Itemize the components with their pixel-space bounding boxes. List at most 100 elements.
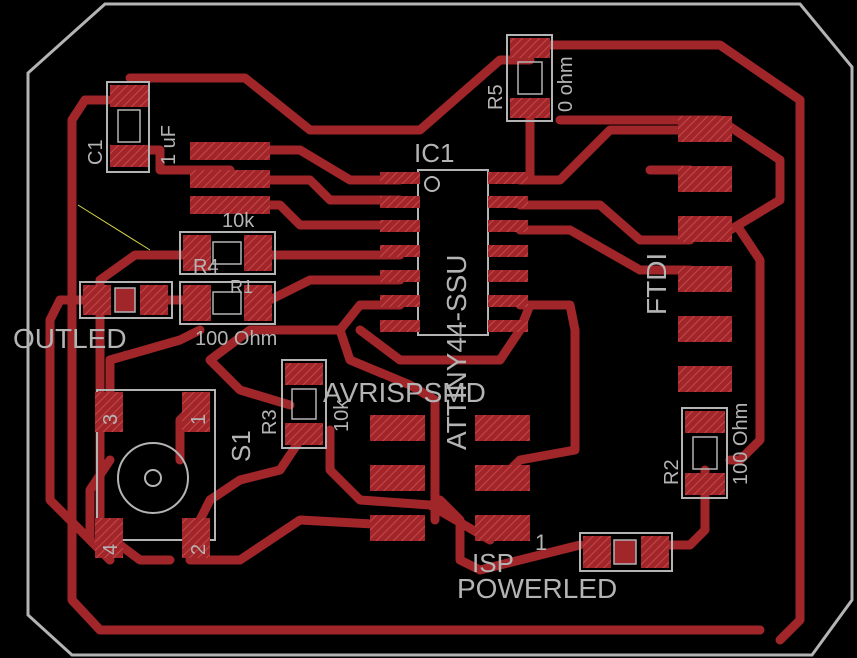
outled-body <box>114 287 136 313</box>
board-outline <box>26 2 854 657</box>
r1-outline <box>179 281 276 325</box>
s1-name-label: S1 <box>226 430 256 462</box>
s1-outline <box>96 389 216 541</box>
r5-body <box>517 61 543 95</box>
powerled-outline <box>579 532 673 572</box>
ftdi-label: FTDI <box>641 253 672 315</box>
ftdi-pad <box>678 116 732 142</box>
r4-pad <box>244 235 272 271</box>
s1-button-ring <box>117 442 189 514</box>
r2-pad <box>685 473 725 495</box>
copper-traces <box>45 40 805 645</box>
s1-pad <box>182 392 210 432</box>
ic1-pad <box>380 245 420 257</box>
ic1-name-label: IC1 <box>414 138 454 168</box>
ic1-pad <box>488 320 528 332</box>
r4-r1-footprint: 10k R4 R1 100 Ohm <box>179 210 277 350</box>
r3-footprint: R3 10k <box>259 359 353 449</box>
isp-pad <box>370 465 425 491</box>
ftdi-pad <box>678 266 732 292</box>
ic1-pad <box>380 196 420 208</box>
s1-button-center <box>144 469 162 487</box>
isp-pad <box>370 515 425 541</box>
r4-body <box>212 241 242 265</box>
ic1-pad <box>380 220 420 232</box>
isp-header-footprint: 1 ISP <box>370 415 547 578</box>
r5-outline <box>506 34 553 122</box>
r3-outline <box>281 359 327 449</box>
ic1-pad <box>380 172 420 184</box>
r4-name-label: R4 <box>193 256 219 278</box>
avrisp-label: AVRISPSMD <box>323 377 486 408</box>
ic1-value-label: ATTINY44-SSU <box>441 254 472 450</box>
r2-body <box>692 436 718 470</box>
ic1-pad <box>488 245 528 257</box>
r2-value-label: 100 Ohm <box>730 403 752 485</box>
r1-name-label: R1 <box>230 277 253 297</box>
outled-pad <box>140 285 168 315</box>
r2-footprint: R2 100 Ohm <box>661 403 752 499</box>
header-pad <box>190 142 270 160</box>
powerled-pad <box>583 536 611 568</box>
r2-pad <box>685 411 725 433</box>
s1-pad <box>95 518 123 558</box>
s1-pad <box>182 518 210 558</box>
r1-extra-label: 100 Ohm <box>195 328 277 350</box>
r2-outline <box>681 407 728 499</box>
s1-pin2-label: 2 <box>188 544 210 555</box>
ftdi-pad <box>678 316 732 342</box>
ic1-pad <box>488 295 528 307</box>
r4-pad <box>183 235 211 271</box>
r4-outline <box>179 231 276 275</box>
s1-pin1-label: 1 <box>188 414 210 425</box>
ic1-pad <box>488 172 528 184</box>
r3-name-label: R3 <box>259 409 281 435</box>
r3-pad <box>285 363 323 385</box>
c1-pad <box>110 85 148 107</box>
header-pads-left <box>190 142 270 214</box>
ic1-pad <box>380 295 420 307</box>
r5-pad <box>510 98 550 118</box>
r1-pad <box>244 285 272 321</box>
r3-body <box>291 388 317 420</box>
powerled-label: POWERLED <box>457 573 617 604</box>
ftdi-header-footprint: FTDI <box>641 116 732 392</box>
ic1-pad <box>380 320 420 332</box>
outled-outline <box>79 281 173 319</box>
r3-value-label: 10k <box>331 399 353 432</box>
outled-footprint: OUTLED <box>13 281 173 354</box>
isp-pad <box>475 415 530 441</box>
ic1-pad <box>488 270 528 282</box>
s1-pin3-label: 3 <box>100 414 122 425</box>
r5-footprint: R5 0 ohm <box>485 34 577 122</box>
header-pad <box>190 170 270 188</box>
outled-pad <box>83 285 111 315</box>
header-pad <box>190 196 270 214</box>
ic1-pin1-marker <box>424 176 440 192</box>
powerled-footprint: POWERLED <box>457 532 673 604</box>
c1-name-label: C1 <box>85 139 107 165</box>
powerled-pad <box>641 536 669 568</box>
r2-name-label: R2 <box>661 459 683 485</box>
outled-label: OUTLED <box>13 323 127 354</box>
ftdi-pad <box>678 216 732 242</box>
r5-value-label: 0 ohm <box>555 56 577 112</box>
isp-pin1-label: 1 <box>535 530 547 555</box>
s1-switch-footprint: S1 3 1 4 2 <box>95 389 256 558</box>
c1-outline <box>106 81 150 173</box>
s1-pad <box>95 392 123 432</box>
isp-pad <box>475 465 530 491</box>
c1-body <box>117 109 141 143</box>
r5-name-label: R5 <box>485 84 507 110</box>
ftdi-pad <box>678 366 732 392</box>
r1-body <box>212 291 242 315</box>
isp-pad <box>475 515 530 541</box>
r3-pad <box>285 423 323 445</box>
s1-pin4-label: 4 <box>100 544 122 555</box>
c1-footprint: C1 1 uF <box>85 81 180 173</box>
ic1-pad <box>488 220 528 232</box>
r1-pad <box>183 285 211 321</box>
ftdi-pad <box>678 166 732 192</box>
